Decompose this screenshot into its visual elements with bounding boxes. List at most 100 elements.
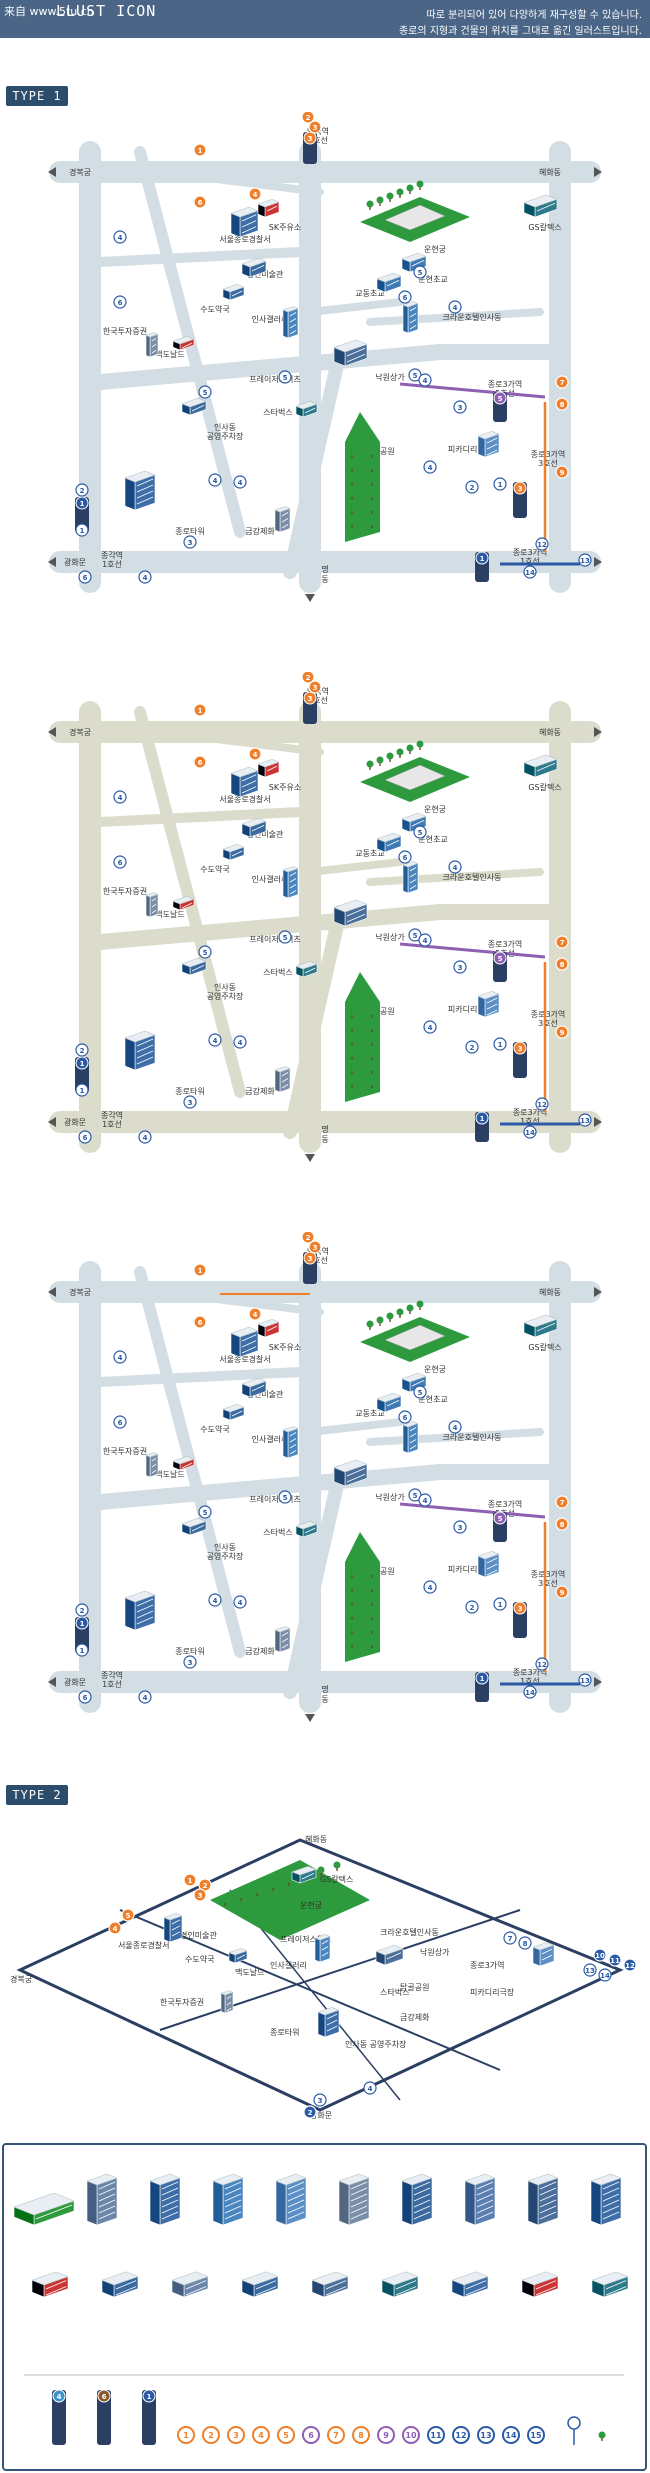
building-roof — [149, 2173, 181, 2186]
number-marker-map3-19: 12 — [535, 1657, 549, 1671]
building-side — [477, 435, 486, 458]
label-hyehwadong: 혜화동 — [539, 728, 561, 737]
label-unhyeon: 운현궁 — [300, 1901, 322, 1910]
marker-circle — [78, 1130, 92, 1144]
palette-building-4 — [275, 2173, 307, 2226]
marker-number: 5 — [203, 1509, 208, 1517]
building-roof — [241, 1377, 267, 1388]
window-row — [346, 353, 366, 363]
number-marker-map3-25: 2 — [75, 1603, 89, 1617]
window-row — [409, 867, 417, 872]
building-parking — [181, 957, 207, 976]
marker-circle — [278, 370, 292, 384]
window-row — [409, 1433, 417, 1438]
window-row — [411, 1380, 425, 1387]
number-marker-map2-23: 3 — [183, 1095, 197, 1109]
label-myeongdong_top: 명 — [321, 1124, 328, 1134]
marker-number: 3 — [313, 684, 318, 692]
palette-subway-badge-6: 6 — [97, 2389, 111, 2445]
marker-number: 5 — [203, 389, 208, 397]
tree-trunk — [371, 1043, 373, 1046]
arrow-south — [305, 594, 315, 602]
number-marker-map3-1: 2 — [301, 1232, 315, 1244]
marker-number: 12 — [625, 1962, 635, 1970]
building-sudo — [222, 844, 245, 861]
arrow-east-top — [594, 1287, 602, 1297]
building-side — [124, 477, 136, 511]
window-row — [289, 1444, 297, 1449]
marker-number: 4 — [423, 937, 428, 945]
marker-number: 4 — [143, 1134, 148, 1142]
tree-icon — [348, 1078, 356, 1086]
building-roof — [172, 1456, 195, 1465]
building-roof — [257, 199, 280, 208]
marker-number: 4 — [213, 1037, 218, 1045]
number-marker-map2-6: 6 — [113, 855, 127, 869]
tree-icon — [368, 518, 376, 526]
marker-circle — [413, 265, 427, 279]
marker-number: 4 — [423, 1497, 428, 1505]
building-side — [274, 1069, 281, 1093]
number-marker-map1-9: 4 — [448, 300, 462, 314]
building-roof — [311, 2271, 349, 2286]
building-gs — [523, 754, 558, 778]
building-roof — [222, 284, 245, 293]
marker-number: 3 — [458, 1524, 463, 1532]
marker-number: 8 — [523, 1940, 528, 1948]
marker-number: 6 — [118, 1419, 123, 1427]
marker-number: 14 — [505, 2431, 517, 2440]
label-mcdonald: 맥도날드 — [155, 1469, 184, 1479]
marker-number: 3 — [313, 124, 318, 132]
window-row — [409, 1439, 417, 1444]
window-row — [413, 2205, 431, 2214]
marker-number: 6 — [198, 759, 203, 767]
building-roof — [477, 431, 500, 440]
marker-number: 12 — [537, 1101, 547, 1109]
label-jongno3_3: 3호선 — [538, 459, 558, 468]
marker-number: 4 — [143, 1694, 148, 1702]
window-row — [346, 913, 366, 923]
subway-line-number: 3 — [308, 135, 313, 143]
subway-line-circle — [475, 551, 489, 565]
label-jonggak_bot: 1호선 — [102, 1120, 122, 1129]
label-unhyeon_school: 운현초교 — [418, 835, 447, 844]
marker-number: 3 — [188, 1659, 193, 1667]
label-insadong_parking: 인사동 공영주차장 — [345, 2039, 407, 2049]
building-face — [285, 2177, 307, 2226]
number-marker-map3-9: 4 — [448, 1420, 462, 1434]
tree-icon — [348, 1050, 356, 1058]
label-anguk_bot: 3호선 — [308, 136, 328, 145]
building-sk — [257, 759, 280, 778]
window-row — [289, 1438, 297, 1443]
window-row — [281, 524, 289, 529]
road-minor3 — [366, 868, 544, 886]
window-row — [411, 820, 425, 827]
building-roof — [333, 1459, 368, 1473]
building-face — [407, 1423, 419, 1454]
window-row — [476, 2211, 494, 2220]
tree-icon — [348, 1022, 356, 1030]
marker-circle — [453, 1520, 467, 1534]
marker-number: 6 — [118, 299, 123, 307]
marker-circle — [248, 747, 262, 761]
marker-circle — [75, 1083, 89, 1097]
window-row — [226, 2001, 232, 2006]
type2-road-diag2 — [159, 1909, 521, 2031]
marker-circle — [233, 475, 247, 489]
palette-small-building-7 — [521, 2271, 559, 2298]
palette-building-6 — [401, 2173, 433, 2226]
tree-trunk — [256, 1893, 258, 1896]
marker-number: 8 — [560, 401, 565, 409]
building-roof — [274, 506, 291, 513]
window-row — [241, 1346, 257, 1354]
subway-line-circle — [493, 1511, 507, 1525]
building-starbucks — [295, 401, 318, 418]
marker-number: 7 — [560, 379, 565, 387]
type2-building-police — [163, 1913, 183, 1943]
type2-building-crown — [314, 1934, 331, 1963]
building-roof — [477, 1551, 500, 1560]
label-crown: 크라운호텔인사동 — [443, 1432, 502, 1442]
building-roof — [376, 1392, 402, 1403]
tree-trunk — [371, 1085, 373, 1088]
number-marker-map1-30: 1 — [493, 477, 507, 491]
